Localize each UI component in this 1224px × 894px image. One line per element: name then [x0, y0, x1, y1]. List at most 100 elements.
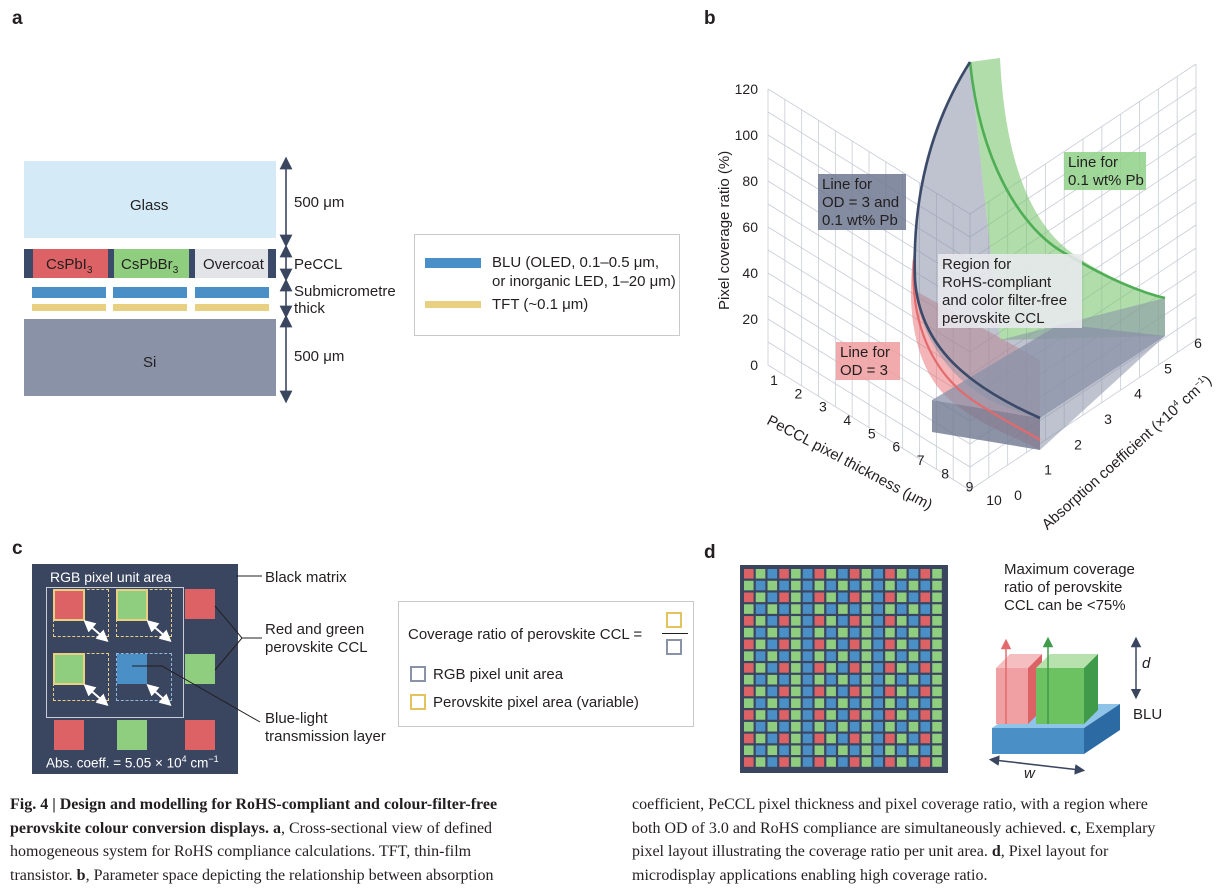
micro-pixel	[873, 686, 883, 697]
micro-pixel	[755, 651, 766, 661]
micro-pixel	[755, 639, 766, 650]
micro-pixel	[920, 627, 931, 638]
micro-pixel	[791, 686, 801, 697]
micro-pixel	[920, 592, 931, 603]
legend-rgb-square	[410, 666, 426, 682]
micro-pixel	[908, 710, 919, 720]
green-block-side	[1084, 654, 1098, 724]
micro-pixel	[873, 592, 883, 603]
micro-pixel	[767, 686, 778, 697]
formula-denominator-square	[666, 639, 682, 655]
micro-pixel	[838, 580, 848, 591]
green-pixel-highlight-2	[53, 653, 85, 685]
micro-pixel	[908, 616, 919, 626]
legend-pero-square	[410, 694, 426, 710]
micro-pixel	[849, 627, 860, 638]
micro-pixel	[932, 639, 942, 650]
micro-pixel	[849, 686, 860, 697]
micro-pixel	[791, 721, 801, 732]
micro-pixel	[791, 698, 801, 708]
micro-pixel	[755, 733, 766, 744]
box-front-face	[932, 400, 1040, 450]
micro-pixel	[908, 569, 919, 579]
z-tick-label: 60	[742, 219, 758, 235]
micro-pixel	[779, 745, 789, 756]
micro-pixel	[861, 663, 872, 673]
micro-pixel	[920, 698, 931, 708]
caption-right: coefficient, PeCCL pixel thickness and p…	[632, 796, 1156, 884]
z-tick-label: 40	[742, 265, 758, 281]
micro-pixel	[873, 698, 883, 708]
micro-pixel	[861, 639, 872, 650]
sub-label-2: thick	[294, 300, 325, 317]
si-layer	[24, 319, 276, 396]
pb-line	[968, 61, 1166, 300]
micro-pixel	[802, 580, 813, 591]
y-tick-label: 6	[1194, 335, 1202, 351]
micro-pixel	[814, 757, 825, 767]
micro-pixel	[920, 733, 931, 744]
micro-pixel	[885, 721, 895, 732]
perovskite-leader	[214, 605, 243, 671]
micro-pixel	[849, 733, 860, 744]
micro-pixel	[873, 639, 883, 650]
micro-pixel	[755, 592, 766, 603]
micro-pixel	[885, 604, 895, 614]
micro-pixel	[814, 686, 825, 697]
glass-dimension: 500 μm	[294, 194, 345, 211]
micro-pixel	[932, 627, 942, 638]
micro-pixel	[744, 663, 754, 673]
micro-pixel	[861, 710, 872, 720]
micro-pixel	[838, 721, 848, 732]
micro-pixel	[779, 580, 789, 591]
micro-pixel	[744, 745, 754, 756]
micro-pixel	[814, 745, 825, 756]
y-tick-label: 2	[1074, 436, 1082, 452]
micro-pixel	[826, 721, 836, 732]
micro-pixel	[908, 639, 919, 650]
micro-pixel	[920, 674, 931, 685]
panel-label-c: c	[12, 538, 23, 559]
micro-pixel	[744, 674, 754, 685]
micro-pixel	[814, 592, 825, 603]
micro-pixel	[908, 604, 919, 614]
micro-pixel	[802, 674, 813, 685]
micro-pixel	[838, 592, 848, 603]
outer-green-pixel	[185, 654, 215, 684]
micro-pixel	[908, 686, 919, 697]
micro-pixel	[744, 686, 754, 697]
micro-pixel	[838, 616, 848, 626]
blu-bar-3	[195, 287, 269, 298]
micro-pixel	[755, 663, 766, 673]
micro-pixel	[791, 733, 801, 744]
micro-pixel	[791, 663, 801, 673]
micro-pixel	[791, 651, 801, 661]
micro-pixel	[779, 663, 789, 673]
micro-pixel	[849, 604, 860, 614]
black-matrix-label: Black matrix	[265, 569, 347, 586]
micro-pixel	[791, 627, 801, 638]
micro-pixel	[802, 663, 813, 673]
legend-tft-text: TFT (~0.1 μm)	[492, 296, 589, 313]
micro-pixel	[814, 569, 825, 579]
red-pixel-highlight	[53, 589, 85, 621]
micro-pixel	[920, 686, 931, 697]
micro-pixel	[861, 745, 872, 756]
micro-pixel	[849, 698, 860, 708]
annotation-od-pb	[818, 174, 906, 230]
micro-pixel	[908, 757, 919, 767]
micro-pixel	[873, 757, 883, 767]
micro-pixel	[744, 651, 754, 661]
micro-pixel	[755, 569, 766, 579]
resize-arrow-3	[83, 684, 109, 706]
micro-pixel	[791, 580, 801, 591]
red-block-front	[996, 668, 1028, 724]
micro-pixel	[779, 698, 789, 708]
micro-pixel	[767, 757, 778, 767]
micro-pixel	[920, 663, 931, 673]
micro-pixel	[802, 592, 813, 603]
micro-pixel	[896, 616, 907, 626]
blue-pixel	[117, 654, 147, 684]
